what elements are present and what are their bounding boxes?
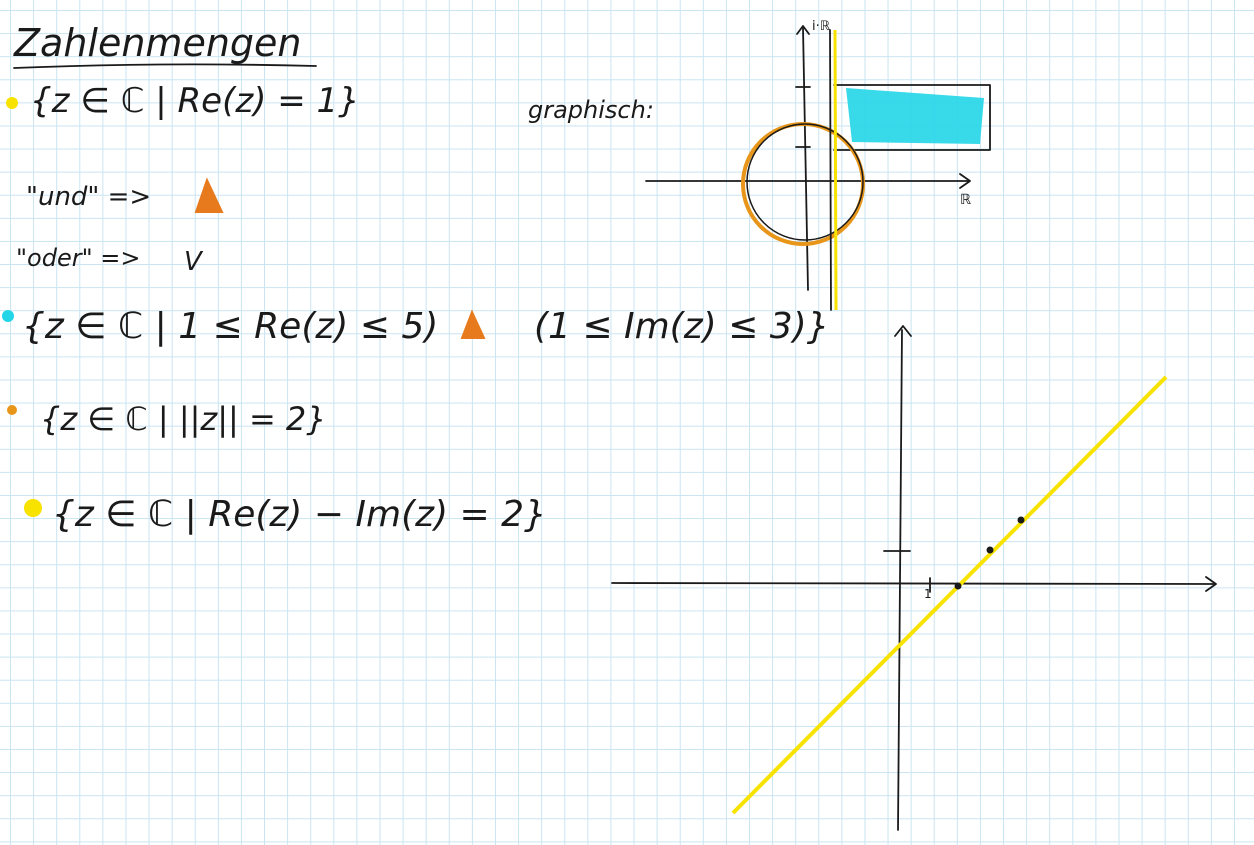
point-dot [1017,516,1025,524]
line-re1 [829,29,832,311]
complex-plane-sketch-bottom: 1 [611,325,1217,831]
set-norm-equals-2: {z ∈ ℂ | ||z|| = 2} [40,400,327,438]
and-wedge-icon [460,309,486,339]
yellow-line-re-minus-im [731,375,1168,815]
orange-circle [741,122,865,246]
or-symbol: V [184,247,204,277]
graphisch-label: graphisch: [528,96,654,124]
region-rectangle [833,84,991,151]
page-title: Zahlenmengen [13,21,302,65]
real-axis [611,582,1215,585]
imag-axis [897,329,903,831]
point-dot [986,546,994,554]
set-re-equals-1: {z ∈ ℂ | Re(z) = 1} [30,81,360,121]
oder-label: "oder" => [16,244,140,272]
title-underline [13,63,317,69]
imag-axis-label: i·ℝ [812,19,831,34]
arrow-right-icon [959,173,971,189]
set-re-minus-im: {z ∈ ℂ | Re(z) − Im(z) = 2} [52,494,547,535]
yellow-line-re1 [833,29,838,311]
set-re-range: {z ∈ ℂ | 1 ≤ Re(z) ≤ 5) [22,306,438,347]
bullet-yellow-dot [24,499,42,517]
und-label: "und" => [26,182,151,212]
complex-plane-sketch-top: ℝ i·ℝ [645,19,991,311]
arrow-up-icon [796,25,810,35]
circle-outline [746,123,864,241]
point-dot [954,582,962,590]
real-axis-label: ℝ [960,192,972,208]
and-wedge-icon [194,177,224,213]
set-im-range: (1 ≤ Im(z) ≤ 3)} [534,306,830,347]
bullet-orange-dot [7,405,17,415]
cyan-region [846,88,984,144]
bullet-yellow-dot [6,97,18,109]
tick-label-one: 1 [924,587,932,601]
bullet-cyan-dot [2,310,14,322]
imag-axis [802,27,809,291]
arrow-right-icon [1205,576,1217,592]
arrow-up-icon [894,325,912,337]
